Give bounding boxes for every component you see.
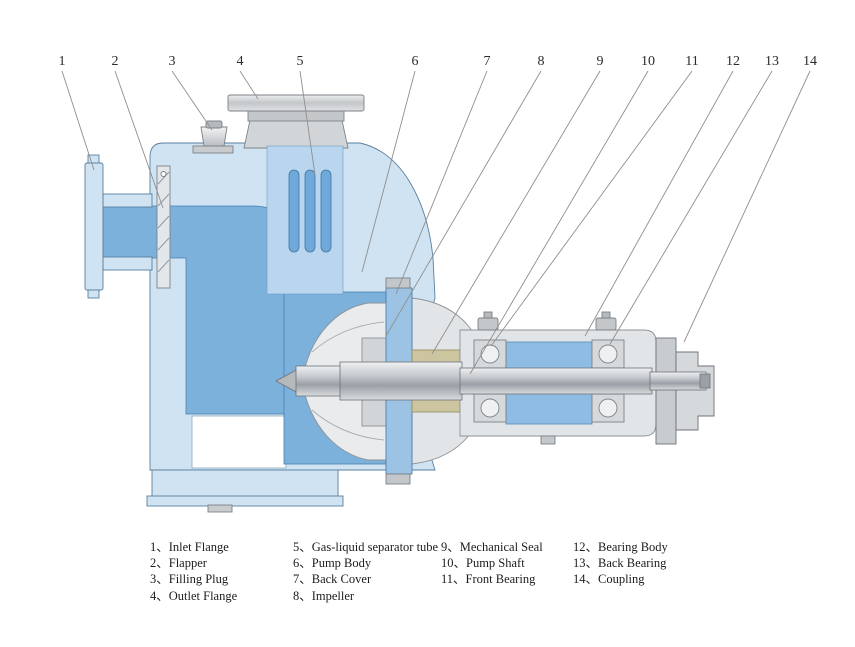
filling-plug-head bbox=[200, 126, 228, 147]
impeller-blade bbox=[311, 409, 385, 441]
leader-line-2 bbox=[114, 70, 164, 209]
leader-line-8 bbox=[385, 70, 542, 337]
drain-plug-icon bbox=[207, 504, 233, 513]
filling-plug bbox=[192, 120, 234, 154]
shaft-bearing-section bbox=[459, 367, 653, 395]
cover-bolt-icon bbox=[385, 277, 411, 289]
leader-line-7 bbox=[395, 70, 488, 295]
legend-item-9: 9、Mechanical Seal bbox=[441, 540, 543, 554]
front-bearing-ball bbox=[480, 344, 500, 364]
inlet-flange bbox=[84, 154, 153, 299]
grease-cap-icon bbox=[595, 317, 617, 331]
separator-slot bbox=[320, 169, 332, 253]
inlet-pipe-top-wall bbox=[102, 193, 153, 208]
leader-line-14 bbox=[683, 70, 811, 343]
legend-item-10: 10、Pump Shaft bbox=[441, 556, 525, 571]
separator-tube bbox=[288, 169, 332, 253]
legend-item-7: 7、Back Cover bbox=[293, 572, 372, 587]
legend-item-8: 8、Impeller bbox=[293, 588, 355, 603]
legend-item-11: 11、Front Bearing bbox=[441, 572, 536, 587]
legend-item-14: 14、Coupling bbox=[573, 572, 645, 587]
leader-line-11 bbox=[490, 70, 693, 347]
cover-bolt-icon bbox=[385, 473, 411, 485]
flapper-hinge-pin bbox=[160, 171, 167, 177]
inlet-flange-plate bbox=[84, 162, 104, 291]
leader-line-6 bbox=[361, 70, 416, 273]
grease-cap-icon bbox=[477, 317, 499, 331]
leader-line-12 bbox=[584, 70, 734, 337]
housing-drain-plug-icon bbox=[540, 435, 556, 445]
inlet-pipe-bottom-wall bbox=[102, 256, 153, 271]
back-bearing-ball bbox=[598, 344, 618, 364]
impeller-blade bbox=[311, 321, 385, 353]
leader-line-3 bbox=[171, 70, 213, 131]
legend-item-1: 1、Inlet Flange bbox=[150, 540, 229, 554]
separator-slot bbox=[304, 169, 316, 253]
legend-item-2: 2、Flapper bbox=[150, 556, 207, 571]
leader-line-10 bbox=[469, 70, 649, 375]
shaft-seal-section bbox=[339, 361, 463, 401]
filling-plug-washer bbox=[192, 145, 234, 154]
pump-body-base-plate bbox=[146, 495, 344, 507]
coupling-flange-disc bbox=[655, 337, 677, 445]
back-bearing-ball bbox=[598, 398, 618, 418]
front-bearing bbox=[473, 339, 507, 423]
coupling-hub bbox=[675, 351, 715, 431]
leader-line-4 bbox=[239, 70, 259, 100]
flapper bbox=[156, 165, 171, 289]
leader-line-13 bbox=[609, 70, 773, 345]
inlet-flange-bolt-lug bbox=[87, 289, 100, 299]
suction-passage bbox=[102, 205, 292, 415]
priming-chamber-cavity bbox=[191, 415, 287, 469]
coupling bbox=[655, 337, 715, 445]
legend-item-4: 4、Outlet Flange bbox=[150, 588, 238, 603]
leader-line-5 bbox=[299, 70, 316, 176]
pump-body-foot bbox=[151, 469, 339, 498]
inlet-flange-bolt-lug bbox=[87, 154, 100, 164]
legend-item-3: 3、Filling Plug bbox=[150, 572, 229, 587]
legend-item-12: 12、Bearing Body bbox=[573, 540, 668, 554]
legend-item-6: 6、Pump Body bbox=[293, 556, 372, 571]
shaft-coupling-end bbox=[649, 371, 707, 391]
leader-line-9 bbox=[431, 70, 601, 355]
shaft-hub-section bbox=[295, 365, 345, 397]
legend-item-5: 5、Gas-liquid separator tube bbox=[293, 540, 439, 554]
outlet-collar bbox=[247, 110, 345, 122]
leader-line-1 bbox=[61, 70, 95, 171]
pump-shaft bbox=[275, 361, 711, 401]
front-bearing-ball bbox=[480, 398, 500, 418]
shaft-end-nut bbox=[699, 373, 711, 389]
outlet-flange bbox=[227, 94, 365, 149]
outlet-flange-plate bbox=[227, 94, 365, 112]
back-bearing bbox=[591, 339, 625, 423]
leader-lines bbox=[61, 70, 811, 375]
legend-item-13: 13、Back Bearing bbox=[573, 556, 667, 571]
separator-slot bbox=[288, 169, 300, 253]
